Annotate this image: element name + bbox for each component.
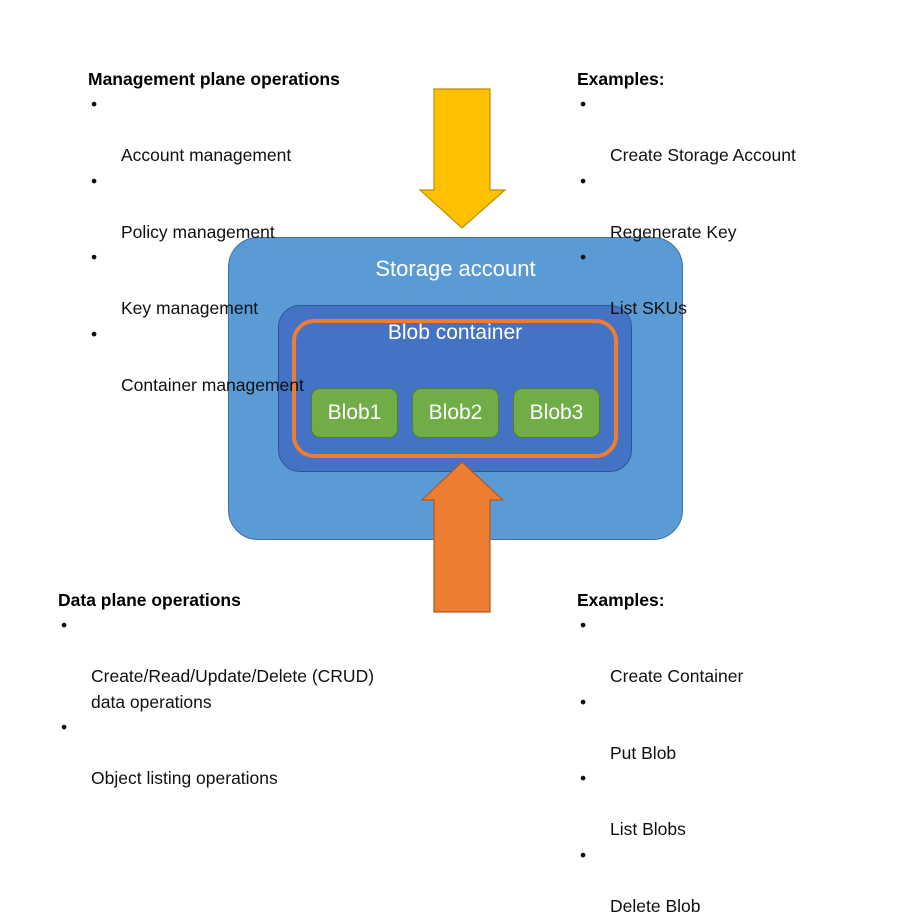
list-item-label: Delete Blob — [610, 896, 700, 916]
list-item-label: Create Storage Account — [610, 145, 796, 165]
bullet-icon: • — [61, 613, 67, 639]
bullet-icon: • — [580, 690, 586, 716]
list-item: • Object listing operations — [58, 715, 428, 792]
management-plane-title: Management plane operations — [88, 67, 418, 92]
list-item: • Container management — [88, 322, 418, 399]
list-item: • Policy management — [88, 169, 418, 246]
list-item-label: Container management — [121, 375, 304, 395]
data-plane-examples-list: • Create Container • Put Blob • List Blo… — [577, 613, 887, 919]
list-item: • Regenerate Key — [577, 169, 887, 246]
management-plane-block: Management plane operations • Account ma… — [88, 67, 418, 398]
management-examples-list: • Create Storage Account • Regenerate Ke… — [577, 92, 887, 322]
bullet-icon: • — [580, 169, 586, 195]
management-plane-list: • Account management • Policy management… — [88, 92, 418, 398]
bullet-icon: • — [580, 613, 586, 639]
management-examples-block: Examples: • Create Storage Account • Reg… — [577, 67, 887, 322]
data-plane-examples-block: Examples: • Create Container • Put Blob … — [577, 588, 887, 919]
bullet-icon: • — [580, 245, 586, 271]
bullet-icon: • — [91, 92, 97, 118]
list-item: • Delete Blob — [577, 843, 887, 919]
bullet-icon: • — [580, 843, 586, 869]
list-item: • Create Storage Account — [577, 92, 887, 169]
list-item-label: Key management — [121, 298, 258, 318]
list-item-label: List Blobs — [610, 819, 686, 839]
data-plane-block: Data plane operations • Create/Read/Upda… — [58, 588, 428, 792]
list-item-label: Create Container — [610, 666, 743, 686]
bullet-icon: • — [580, 92, 586, 118]
list-item: • Create/Read/Update/Delete (CRUD) data … — [58, 613, 428, 715]
list-item: • List SKUs — [577, 245, 887, 322]
list-item-label: Account management — [121, 145, 291, 165]
blob-item: Blob2 — [412, 388, 499, 438]
bullet-icon: • — [580, 766, 586, 792]
management-examples-title: Examples: — [577, 67, 887, 92]
list-item: • Create Container — [577, 613, 887, 690]
blob-item: Blob3 — [513, 388, 600, 438]
management-arrow-shape — [420, 89, 505, 228]
list-item-label: Regenerate Key — [610, 222, 736, 242]
list-item: • List Blobs — [577, 766, 887, 843]
list-item-label: Create/Read/Update/Delete (CRUD) data op… — [91, 666, 374, 712]
bullet-icon: • — [91, 169, 97, 195]
data-plane-title: Data plane operations — [58, 588, 428, 613]
bullet-icon: • — [61, 715, 67, 741]
list-item-label: Object listing operations — [91, 768, 278, 788]
list-item: • Key management — [88, 245, 418, 322]
list-item-label: Policy management — [121, 222, 275, 242]
bullet-icon: • — [91, 245, 97, 271]
data-plane-examples-title: Examples: — [577, 588, 887, 613]
list-item-label: List SKUs — [610, 298, 687, 318]
list-item-label: Put Blob — [610, 743, 676, 763]
list-item: • Put Blob — [577, 690, 887, 767]
bullet-icon: • — [91, 322, 97, 348]
list-item: • Account management — [88, 92, 418, 169]
data-plane-list: • Create/Read/Update/Delete (CRUD) data … — [58, 613, 428, 792]
